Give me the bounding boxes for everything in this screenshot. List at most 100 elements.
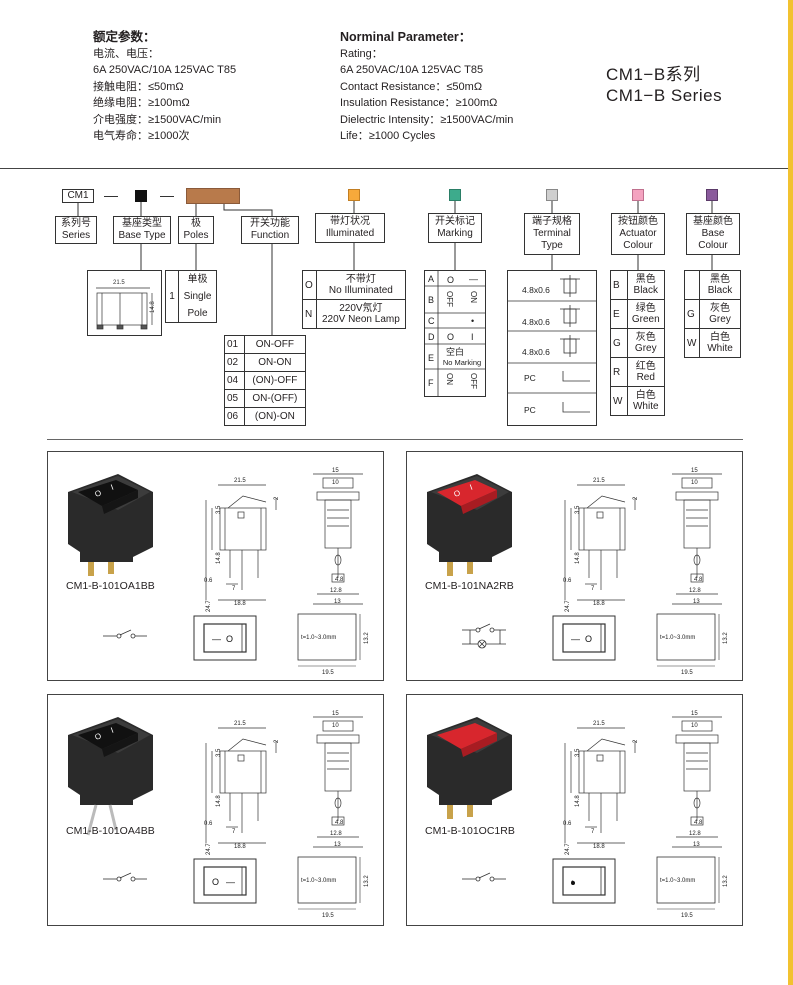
pole-code: 1 <box>165 270 179 323</box>
dim-label: 3.5 <box>216 748 222 757</box>
spec-en-line: Contact Resistance：≤50mΩ <box>340 80 483 93</box>
marking-symbol: O <box>447 332 454 342</box>
spec-cn-title: 额定参数： <box>93 30 156 44</box>
spec-en: Norminal Parameter： Rating： 6A 250VAC/10… <box>340 29 513 145</box>
base-cn: 灰色 <box>710 303 730 314</box>
label-text: Terminal <box>533 228 571 239</box>
product-panel: O I 21.5 3.5 <box>47 451 384 681</box>
label-text: 开关功能 <box>250 218 290 229</box>
product-drawing: O I 21.5 3.5 <box>68 468 370 676</box>
model-number: CM1-B-101NA2RB <box>425 580 514 592</box>
illum-en: 220V Neon Lamp <box>321 314 400 325</box>
spec-en-title: Norminal Parameter： <box>340 30 472 44</box>
table-row: 04(ON)-OFF <box>224 371 307 390</box>
marking-table: A B C D E F O — OFF ON • O I 空白 No Marki… <box>424 270 486 397</box>
dim-label: 15 <box>691 711 698 717</box>
svg-text:I: I <box>110 483 115 492</box>
actuator-cn: 灰色 <box>635 332 656 343</box>
product-panel: O I 21.5 3.5 <box>47 694 384 926</box>
product-drawing: 21.5 3.5 24.7 14.8 2 0.6 7 18.8 <box>427 711 729 919</box>
actuator-en: Red <box>636 372 655 383</box>
function-code: 05 <box>224 389 245 408</box>
spec-cn-line: 绝缘电阻：≥100mΩ <box>93 97 190 109</box>
illum-code: O <box>302 270 317 300</box>
marking-symbol: O <box>447 275 454 285</box>
label-text: Colour <box>698 240 728 251</box>
svg-text:O: O <box>226 634 233 644</box>
switch-schematic <box>103 629 147 639</box>
dim-label: 7 <box>591 586 595 592</box>
spec-en-line: Insulation Resistance：≥100mΩ <box>340 97 498 109</box>
side-view <box>205 727 277 844</box>
base-type-swatch <box>135 190 147 202</box>
dim-label: 0.6 <box>563 821 572 827</box>
dim-label: 4.8 <box>335 577 344 583</box>
switch-photo: O I <box>427 474 512 576</box>
panel-cutout <box>297 613 361 667</box>
dim-label: 13 <box>693 599 700 605</box>
function-name: (ON)-OFF <box>243 371 307 390</box>
spec-cn-line: 电气寿命：≥1000次 <box>93 130 190 142</box>
function-name: (ON)-ON <box>243 407 307 426</box>
pole-en: Pole <box>178 305 217 323</box>
dim-label: 2 <box>633 739 639 743</box>
dim-label: 12.8 <box>689 831 701 837</box>
terminal-label: PC <box>524 405 536 415</box>
dim-label: 18.8 <box>234 601 246 607</box>
divider <box>47 439 743 440</box>
base-code <box>684 270 700 300</box>
illum-en: No Illuminated <box>328 285 393 296</box>
pole-cn: 单极 <box>178 270 217 288</box>
label-text: Series <box>61 230 91 241</box>
actuator-en: Black <box>633 285 658 296</box>
spec-en-line: Dielectric Intensity：≥1500VAC/min <box>340 113 514 126</box>
label-text: Function <box>250 230 290 241</box>
dim-label: 18.8 <box>593 601 605 607</box>
series-title-en: CM1−B Series <box>606 86 723 105</box>
label-text: 按钮颜色 <box>618 216 658 227</box>
dim-label: 4.8 <box>694 820 703 826</box>
rocker-front-face: • <box>552 858 616 904</box>
dim-label: 3.5 <box>216 505 222 514</box>
label-text: 系列号 <box>61 218 91 229</box>
code-dash <box>160 196 174 197</box>
product-panel: 21.5 3.5 24.7 14.8 2 0.6 7 18.8 <box>406 694 743 926</box>
dim-label: 19.5 <box>322 913 334 919</box>
dim-label: t=1.0~3.0mm <box>301 878 336 884</box>
product-drawing: O I 21.5 3.5 <box>427 468 729 676</box>
series-title-cn: CM1−B系列 <box>606 65 701 84</box>
function-code: 02 <box>224 353 245 372</box>
panel-cutout <box>656 856 720 910</box>
front-view <box>313 716 363 848</box>
side-dims: 21.5 3.5 24.7 14.8 2 0.6 7 18.8 <box>204 478 280 612</box>
dim-label: 2 <box>274 496 280 500</box>
actuator-cn: 白色 <box>635 390 656 401</box>
dim-label: 12.8 <box>330 588 342 594</box>
code-dash <box>104 196 118 197</box>
code-prefix: CM1 <box>62 189 94 203</box>
marking-symbol: OFF <box>445 291 454 307</box>
base-colour-swatch <box>706 189 718 201</box>
dim-label: 4.8 <box>335 820 344 826</box>
svg-text:—: — <box>226 877 235 887</box>
label-text: 基座颜色 <box>693 216 733 227</box>
cutout-dims: t=1.0~3.0mm 13.2 19.5 <box>660 632 729 676</box>
dim-label: 7 <box>591 829 595 835</box>
actuator-code: W <box>610 386 628 416</box>
dim-label: 7 <box>232 829 236 835</box>
dim-label: 13 <box>334 842 341 848</box>
svg-text:O: O <box>453 488 462 499</box>
marking-code: F <box>428 378 434 388</box>
marking-code: B <box>428 295 434 305</box>
label-text: Base Type <box>118 230 166 241</box>
